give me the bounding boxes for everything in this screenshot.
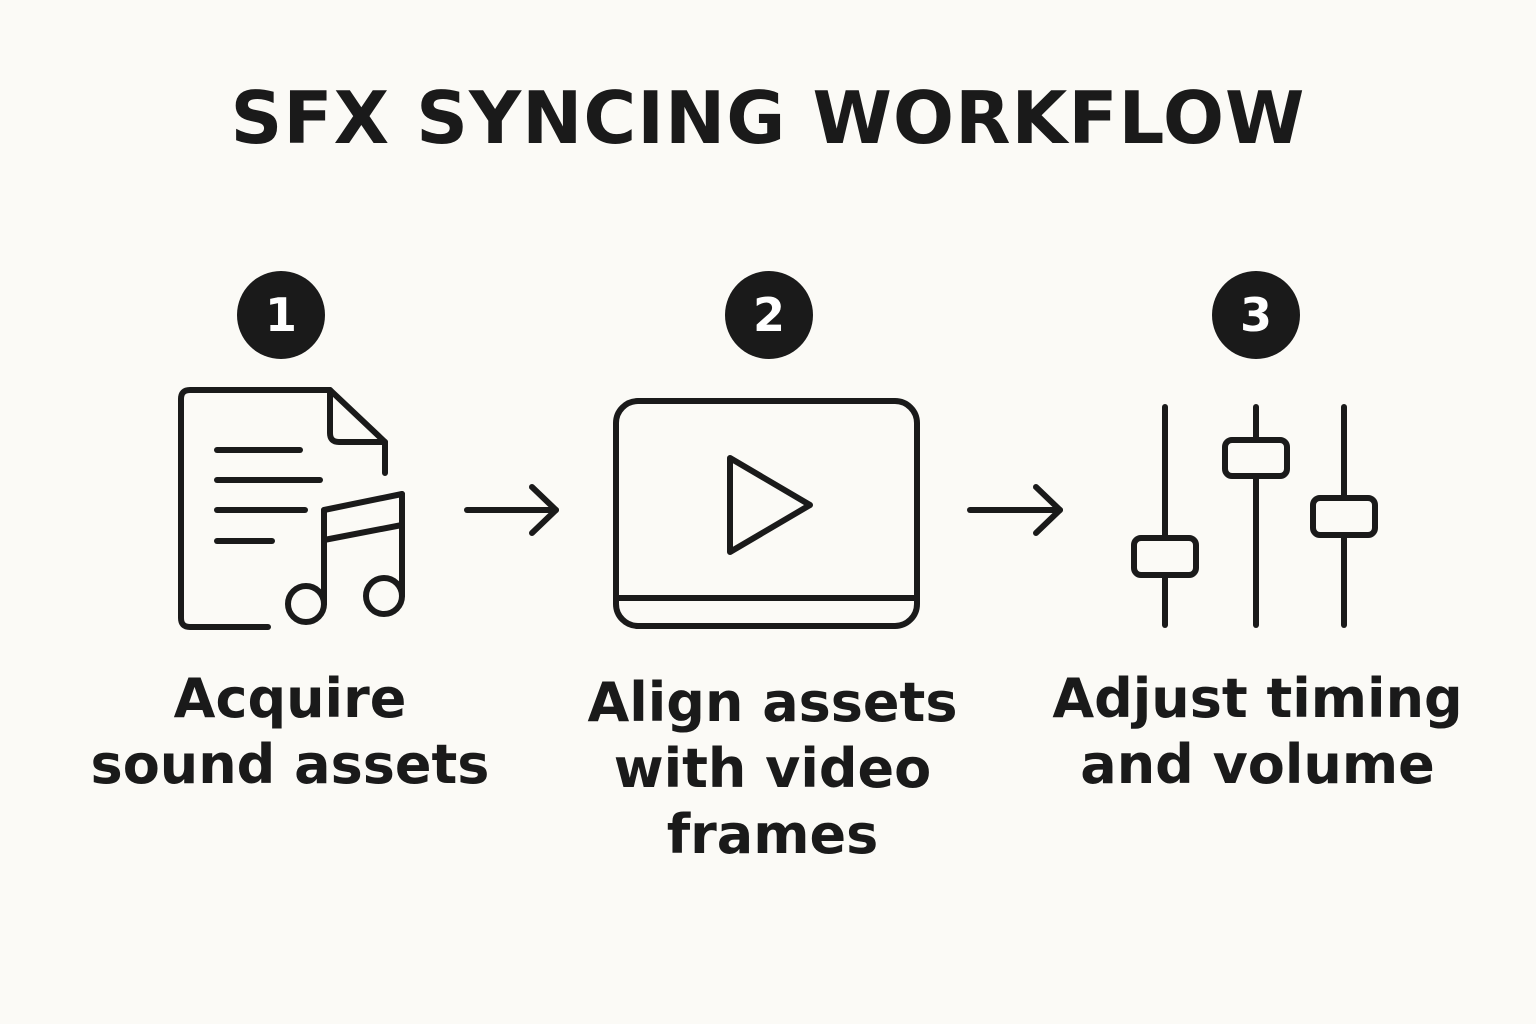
video-play-icon: [613, 398, 920, 629]
step-1-number-badge: 1: [237, 271, 325, 359]
arrow-right-icon: [967, 484, 1063, 536]
step-2-label: Align assets with video frames: [587, 671, 958, 866]
mixer-sliders-icon: [1131, 404, 1378, 628]
step-2-number-badge: 2: [725, 271, 813, 359]
arrow-right-icon: [464, 484, 559, 536]
step-3-number-badge: 3: [1212, 271, 1300, 359]
document-music-icon: [178, 387, 405, 630]
page-title: SFX SYNCING WORKFLOW: [230, 76, 1306, 160]
step-1-label: Acquire sound assets: [90, 667, 490, 796]
step-3-label: Adjust timing and volume: [1052, 667, 1463, 796]
